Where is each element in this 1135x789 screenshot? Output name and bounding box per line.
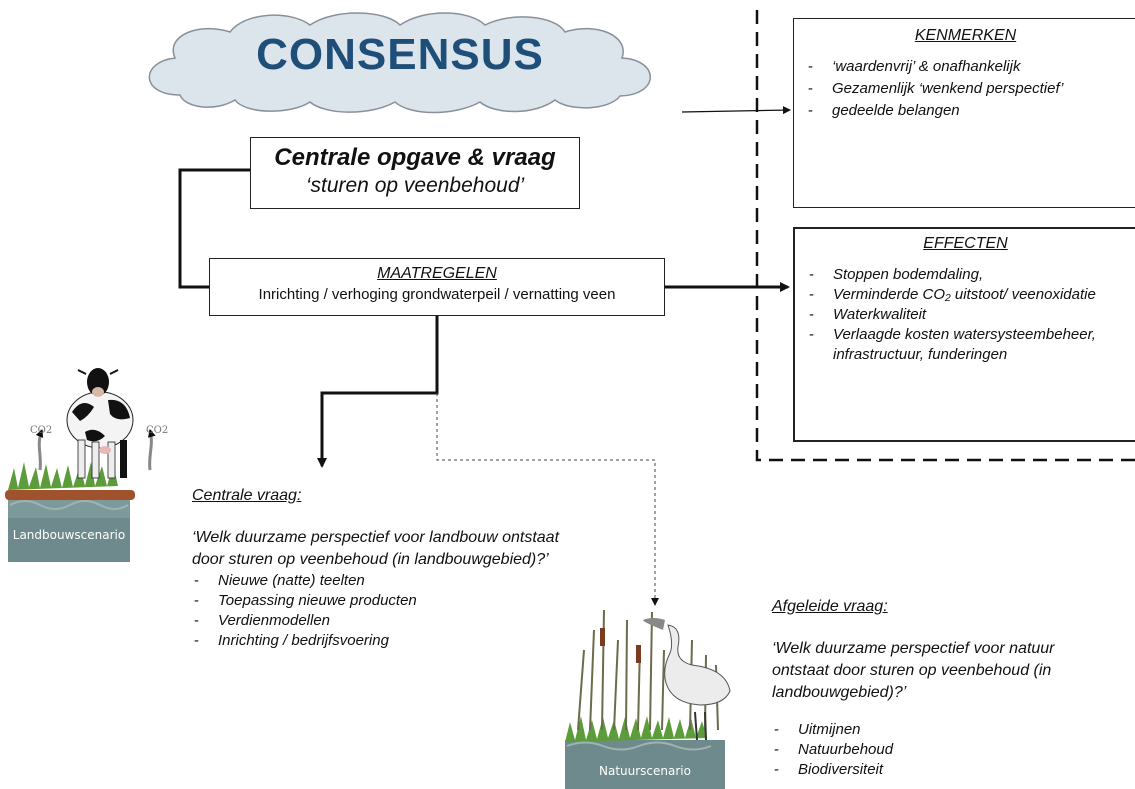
list-item: Biodiversiteit (772, 760, 1112, 780)
arrow-maatregelen-natuur (436, 393, 659, 606)
arrow-consensus-kenmerken (681, 106, 791, 115)
landbouw-scenario-label: Landbouwscenario (12, 528, 126, 542)
co2-right-label: CO2 (146, 425, 169, 436)
landbouw-illustration (5, 368, 156, 562)
kenmerken-list: ‘waardenvrij’ & onafhankelijk Gezamenlij… (806, 57, 1125, 121)
natuur-question-text: ‘Welk duurzame perspectief voor natuur o… (772, 640, 1055, 701)
list-item: Nieuwe (natte) teelten (192, 571, 582, 591)
list-item: Uitmijnen (772, 720, 1112, 740)
list-item: Verdienmodellen (192, 611, 582, 631)
cow-figure (66, 368, 134, 479)
landbouw-question-text: ‘Welk duurzame perspectief voor landbouw… (192, 529, 560, 568)
natuur-list: Uitmijnen Natuurbehoud Biodiversiteit (772, 720, 1112, 780)
list-item: Stoppen bodemdaling, (807, 265, 1124, 285)
list-item: Gezamenlijk ‘wenkend perspectief’ (806, 79, 1125, 99)
landbouw-list: Nieuwe (natte) teelten Toepassing nieuwe… (192, 571, 582, 651)
effecten-box: EFFECTEN Stoppen bodemdaling, Verminderd… (793, 227, 1135, 442)
natuur-illustration (565, 609, 731, 789)
maatregelen-text: Inrichting / verhoging grondwaterpeil / … (258, 286, 616, 303)
effecten-list: Stoppen bodemdaling, Verminderde CO₂ uit… (807, 265, 1124, 365)
connector-central-maatregelen (178, 168, 250, 289)
list-item: Verminderde CO₂ uitstoot/ veenoxidatie (807, 285, 1124, 305)
kenmerken-title: KENMERKEN (914, 27, 1017, 44)
natuur-question-block: Afgeleide vraag: ‘Welk duurzame perspect… (772, 596, 1112, 780)
central-subtitle: ‘sturen op veenbehoud’ (305, 174, 525, 197)
effecten-title: EFFECTEN (923, 235, 1008, 252)
maatregelen-title: MAATREGELEN (377, 265, 497, 282)
consensus-title: CONSENSUS (256, 30, 544, 79)
arrow-maatregelen-landbouw (317, 316, 439, 468)
list-item: Inrichting / bedrijfsvoering (192, 631, 582, 651)
maatregelen-box: MAATREGELEN Inrichting / verhoging grond… (209, 258, 665, 316)
list-item: Natuurbehoud (772, 740, 1112, 760)
natuur-question-title: Afgeleide vraag: (772, 598, 888, 615)
list-item: gedeelde belangen (806, 101, 1125, 121)
list-item: ‘waardenvrij’ & onafhankelijk (806, 57, 1125, 77)
natuur-scenario-label: Natuurscenario (599, 764, 691, 778)
central-title: Centrale opgave & vraag (274, 144, 556, 171)
list-item: Toepassing nieuwe producten (192, 591, 582, 611)
landbouw-question-title: Centrale vraag: (192, 487, 302, 504)
list-item: Waterkwaliteit (807, 305, 1124, 325)
dashed-frame (755, 10, 1135, 462)
consensus-cloud (148, 12, 651, 114)
kenmerken-box: KENMERKEN ‘waardenvrij’ & onafhankelijk … (793, 18, 1135, 208)
central-question-box: Centrale opgave & vraag ‘sturen op veenb… (250, 137, 580, 209)
heron-figure (643, 618, 731, 741)
co2-left-label: CO2 (30, 425, 53, 436)
list-item: Verlaagde kosten watersysteembeheer, inf… (807, 325, 1124, 365)
landbouw-question-block: Centrale vraag: ‘Welk duurzame perspecti… (192, 485, 582, 651)
